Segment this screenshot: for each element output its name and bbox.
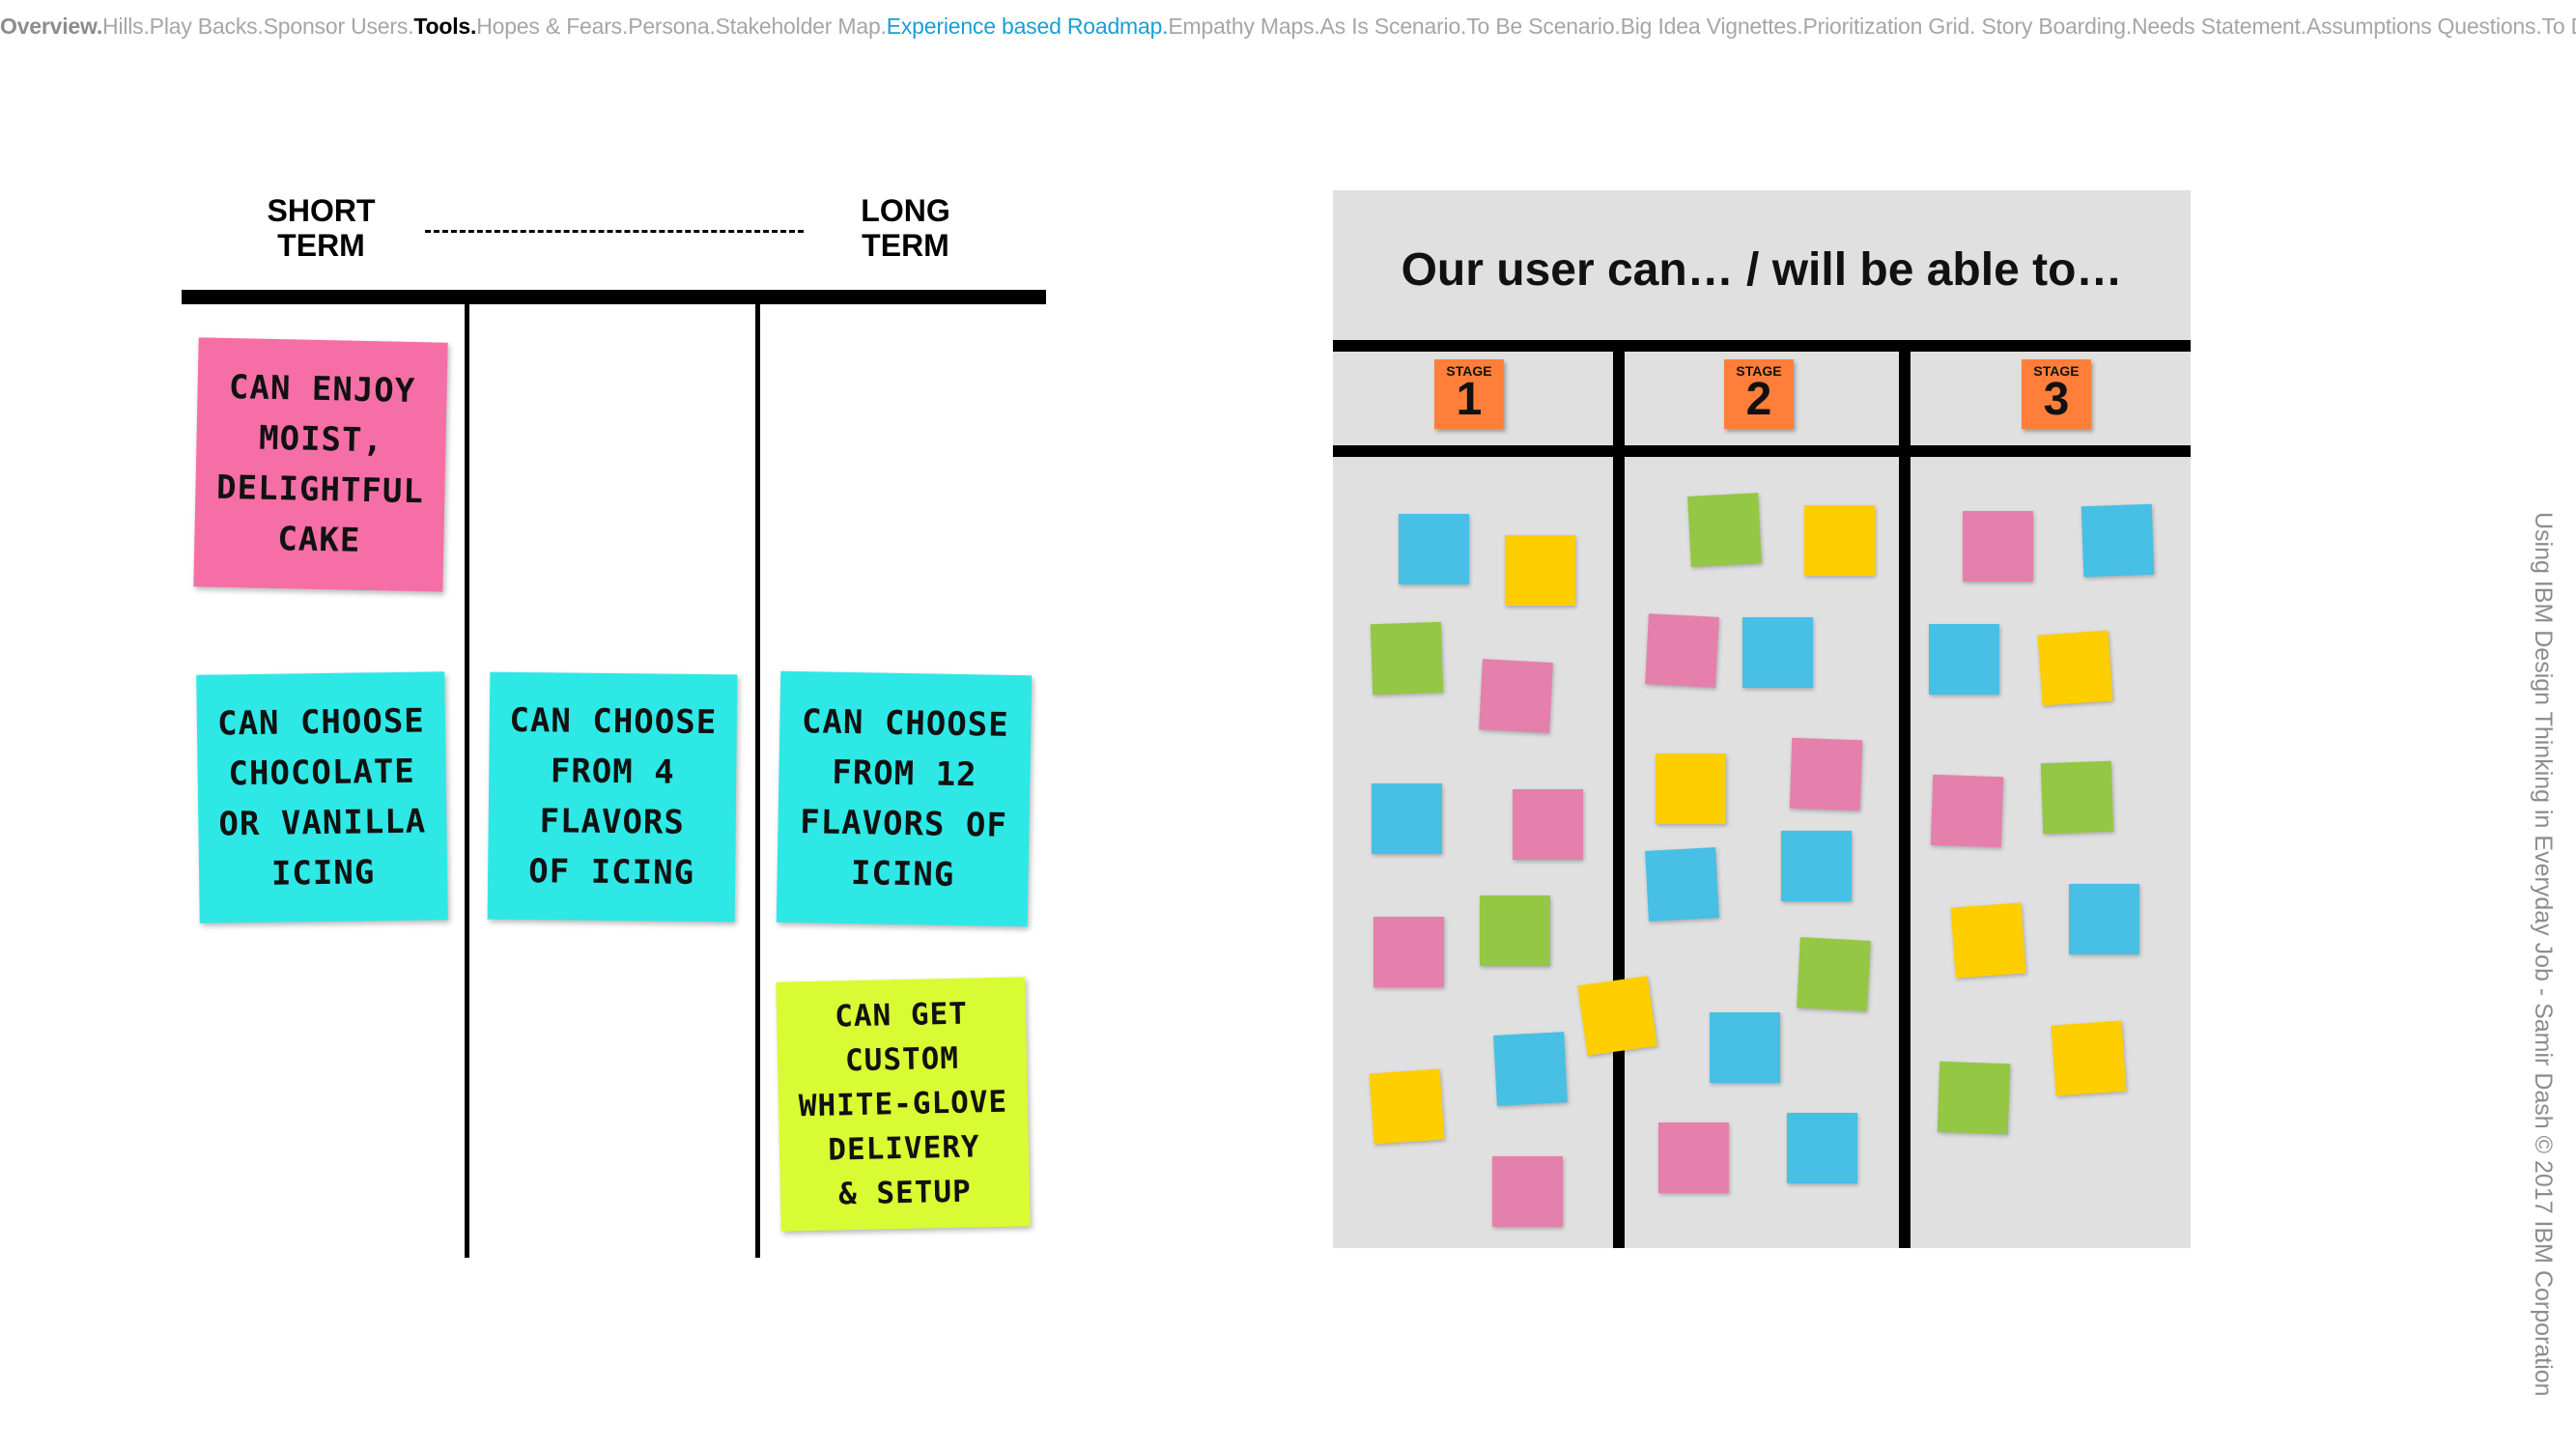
sticky-square[interactable] [1577,976,1657,1056]
stage-label: STAGE [1446,363,1492,379]
header-divider-line [182,290,1046,304]
nav-item-stakeholder-map[interactable]: Stakeholder Map. [715,14,887,39]
sticky-square[interactable] [1787,1113,1857,1183]
nav-item-experience-based-roadmap[interactable]: Experience based Roadmap. [886,14,1169,39]
stage-board-title: Our user can… / will be able to… [1401,244,2123,296]
sticky-square[interactable] [2037,630,2113,706]
sticky-note-text: CAN CHOOSE FROM 12 FLAVORS OF ICING [799,702,1010,895]
nav-item-hills[interactable]: Hills. [102,14,150,39]
nav-item-assumptions-questions[interactable]: Assumptions Questions. [2306,14,2542,39]
stage-3-badge: STAGE 3 [2022,359,2091,429]
sticky-square[interactable] [1492,1156,1563,1227]
sticky-square[interactable] [1505,535,1575,606]
sticky-square[interactable] [2040,760,2114,835]
sticky-square[interactable] [2081,503,2155,578]
stage-label: STAGE [1736,363,1782,379]
nav-item-to-be-scenario[interactable]: To Be Scenario. [1466,14,1621,39]
top-navigation: Overview.Hills.Play Backs.Sponsor Users.… [0,10,2576,43]
sticky-note-text: CAN GET CUSTOM WHITE-GLOVE DELIVERY & SE… [798,996,1008,1212]
sticky-note-text: CAN CHOOSE CHOCOLATE OR VANILLA ICING [216,701,427,894]
sticky-square[interactable] [1399,514,1469,584]
sticky-square[interactable] [1656,753,1726,824]
sticky-square[interactable] [1687,493,1762,567]
sticky-square[interactable] [2051,1020,2127,1096]
sticky-square[interactable] [1710,1012,1780,1083]
nav-item-story-boarding[interactable]: Story Boarding. [1975,14,2132,39]
sticky-square[interactable] [1645,847,1719,922]
sticky-square[interactable] [1370,621,1444,696]
nav-item-tools[interactable]: Tools. [413,14,477,39]
sticky-square[interactable] [1937,1061,2011,1135]
stage-label: STAGE [2033,363,2080,379]
sticky-note-white-glove[interactable]: CAN GET CUSTOM WHITE-GLOVE DELIVERY & SE… [776,977,1031,1232]
long-term-header: LONG TERM [861,193,950,263]
stage-number: 1 [1456,374,1483,425]
nav-item-needs-statement[interactable]: Needs Statement. [2132,14,2307,39]
nav-item-overview[interactable]: Overview. [0,14,103,39]
stage-number: 2 [1745,374,1772,425]
sticky-square[interactable] [2069,884,2139,954]
sticky-square[interactable] [1658,1122,1729,1193]
stage-column-divider-2 [1899,340,1911,1248]
sticky-square[interactable] [1963,511,2033,582]
column-divider-2 [755,301,760,1258]
sticky-square[interactable] [1645,613,1719,688]
credit-text: Using IBM Design Thinking in Everyday Jo… [2530,512,2557,1397]
nav-item-to-do[interactable]: To Do. [2541,14,2576,39]
sticky-square[interactable] [1929,624,1999,695]
sticky-square[interactable] [1373,917,1444,987]
short-term-header: SHORT TERM [267,193,376,263]
sticky-square[interactable] [1513,789,1583,860]
nav-item-empathy-maps[interactable]: Empathy Maps. [1168,14,1320,39]
sticky-square[interactable] [1789,737,1863,811]
sticky-note-moist-cake[interactable]: CAN ENJOY MOIST, DELIGHTFUL CAKE [193,337,448,592]
sticky-square[interactable] [1781,831,1852,901]
sticky-note-4-flavors[interactable]: CAN CHOOSE FROM 4 FLAVORS OF ICING [487,671,738,923]
stage-2-badge: STAGE 2 [1724,359,1794,429]
sticky-square[interactable] [1804,505,1875,576]
nav-item-prioritization-grid[interactable]: Prioritization Grid. [1802,14,1976,39]
timeline-dashed-line [425,230,804,233]
sticky-square[interactable] [1479,659,1553,733]
nav-item-sponsor-users[interactable]: Sponsor Users. [263,14,414,39]
sticky-square[interactable] [1480,895,1550,966]
stage-board-bottom-line [1333,445,2191,457]
stage-number: 3 [2043,374,2070,425]
sticky-note-text: CAN ENJOY MOIST, DELIGHTFUL CAKE [215,367,425,560]
sticky-note-12-flavors[interactable]: CAN CHOOSE FROM 12 FLAVORS OF ICING [776,670,1033,927]
nav-item-as-is-scenario[interactable]: As Is Scenario. [1319,14,1467,39]
nav-item-hopes-fears[interactable]: Hopes & Fears. [476,14,629,39]
sticky-square[interactable] [1742,617,1813,688]
sticky-square[interactable] [1372,783,1442,854]
stage-1-badge: STAGE 1 [1434,359,1504,429]
nav-item-play-backs[interactable]: Play Backs. [149,14,264,39]
experience-roadmap-board: SHORT TERM LONG TERM CAN ENJOY MOIST, DE… [0,0,1062,1275]
sticky-square[interactable] [1950,902,2026,979]
stage-board: Our user can… / will be able to… STAGE 1… [1333,190,2191,1248]
sticky-square[interactable] [1930,774,2004,848]
stage-column-divider-1 [1613,340,1625,1248]
sticky-note-text: CAN CHOOSE FROM 4 FLAVORS OF ICING [509,700,718,893]
copyright-credit: Using IBM Design Thinking in Everyday Jo… [2529,512,2558,1439]
sticky-square[interactable] [1797,937,1871,1011]
sticky-note-chocolate-vanilla[interactable]: CAN CHOOSE CHOCOLATE OR VANILLA ICING [196,671,448,923]
nav-item-big-idea-vignettes[interactable]: Big Idea Vignettes. [1620,14,1803,39]
stage-board-top-line [1333,340,2191,352]
sticky-square[interactable] [1493,1032,1568,1106]
sticky-square[interactable] [1369,1068,1445,1145]
column-divider-1 [465,301,469,1258]
nav-item-persona[interactable]: Persona. [628,14,716,39]
